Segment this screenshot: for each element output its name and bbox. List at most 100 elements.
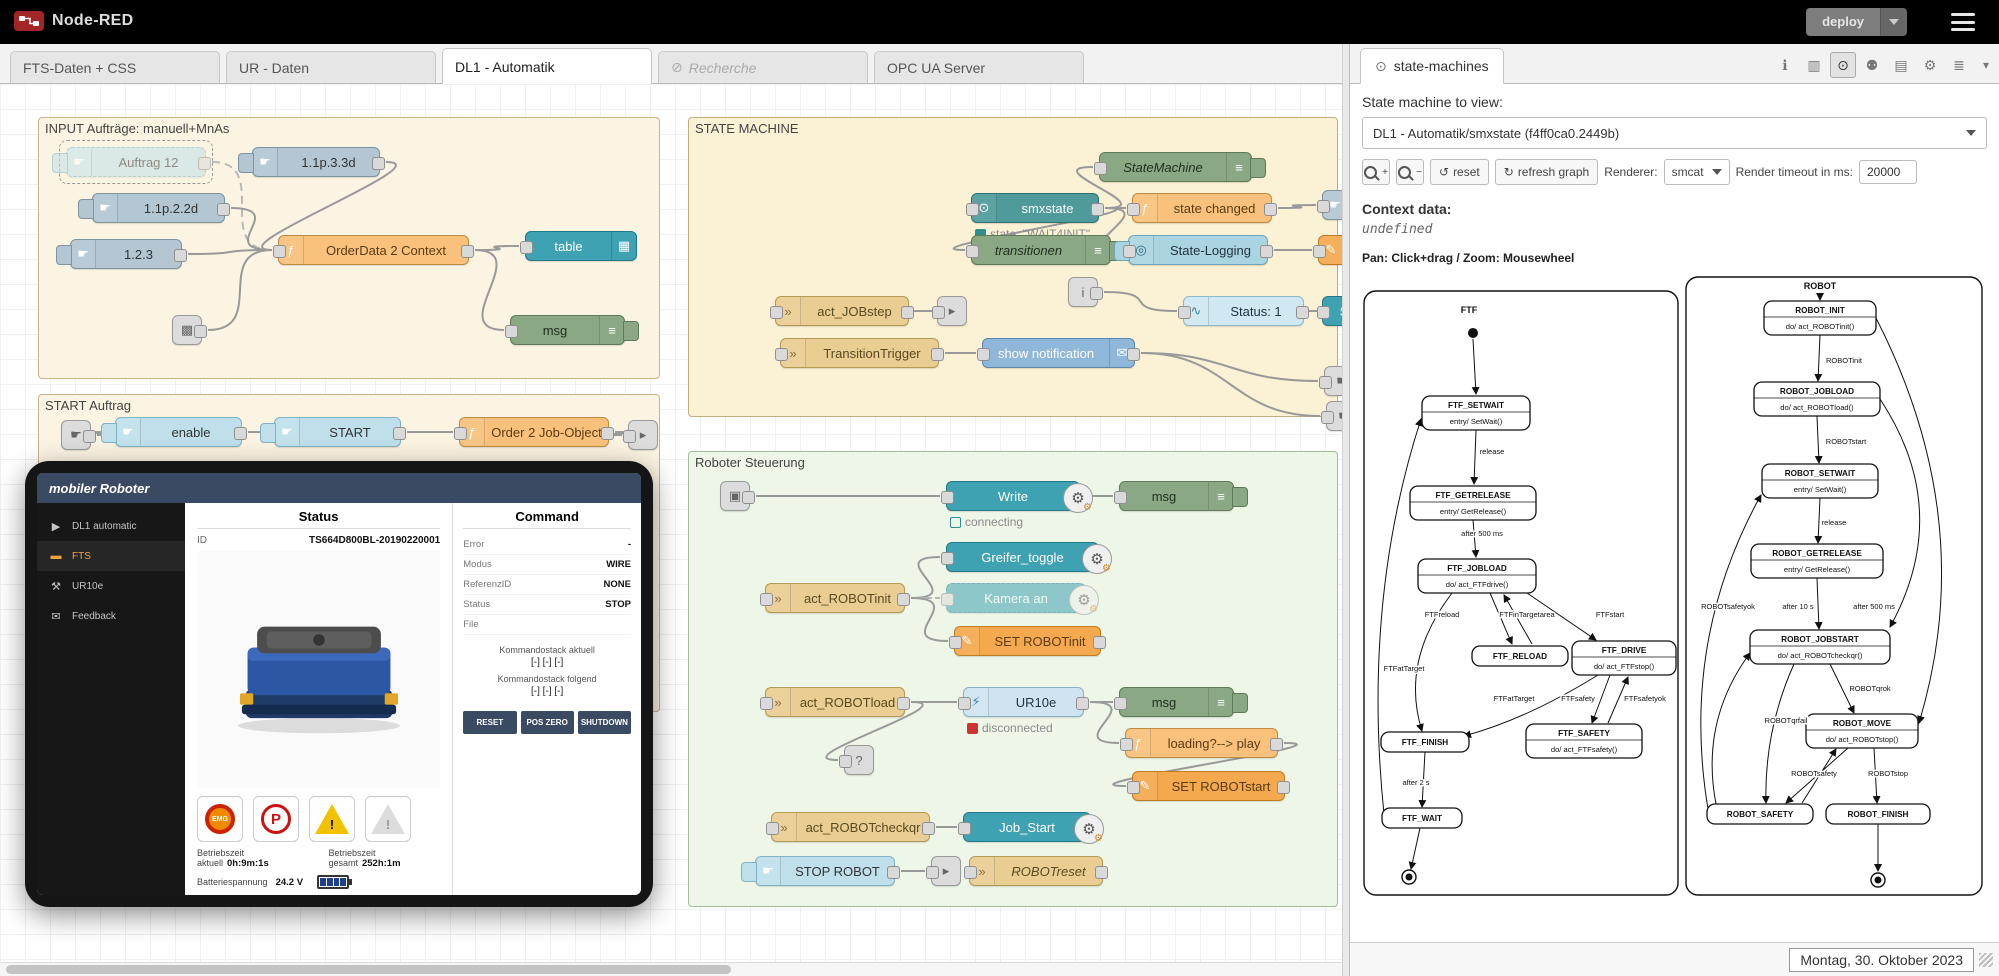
input-port[interactable] (941, 593, 954, 606)
library-icon[interactable]: ▤ (1894, 56, 1908, 73)
tab-recherche[interactable]: ⊘Recherche (658, 51, 868, 83)
input-port[interactable] (273, 245, 286, 258)
flow-node-lsq3[interactable]: ▸ (932, 296, 967, 326)
shutdown-button[interactable]: SHUTDOWN (577, 711, 631, 734)
input-port[interactable] (941, 491, 954, 504)
output-port[interactable] (1076, 697, 1089, 710)
tab-fts-daten-css[interactable]: FTS-Daten + CSS (10, 51, 220, 83)
tab-dl1-automatik[interactable]: DL1 - Automatik (442, 48, 652, 84)
dashboard-menu-item-dl1-automatic[interactable]: ▶DL1 automatic (37, 511, 185, 541)
inject-button[interactable] (260, 423, 276, 443)
input-port[interactable] (932, 306, 945, 319)
deploy-label[interactable]: deploy (1806, 8, 1880, 36)
bug-icon[interactable]: ⚉ (1865, 56, 1879, 73)
horizontal-scrollbar[interactable] (0, 962, 1342, 976)
flow-node-ur10e[interactable]: ⚡UR10e (958, 687, 1089, 717)
flow-node-kamera-an[interactable]: Kamera an⚙ (941, 583, 1099, 615)
flow-node-smxstate[interactable]: ⊙smxstate (966, 193, 1104, 223)
output-port[interactable] (1277, 781, 1290, 794)
output-port[interactable] (1090, 287, 1103, 300)
inject-button[interactable] (101, 423, 117, 443)
flow-node-msg[interactable]: msg≡ (505, 315, 639, 345)
zoom-in-button[interactable]: + (1362, 159, 1390, 185)
flow-node-1-2-3[interactable]: ☛1.2.3 (56, 239, 187, 269)
state-machine-icon[interactable]: ⊙ (1829, 52, 1856, 78)
refresh-graph-button[interactable]: ↻ refresh graph (1494, 159, 1599, 185)
output-port[interactable] (931, 348, 944, 361)
tab-opc-ua-server[interactable]: OPC UA Server (874, 51, 1084, 83)
debug-toggle-button[interactable] (1232, 693, 1248, 713)
flow-node-statemachine[interactable]: StateMachine≡ (1094, 152, 1266, 182)
input-port[interactable] (1313, 245, 1326, 258)
flow-node-edge1[interactable]: ☛ (1317, 190, 1342, 220)
renderer-select[interactable]: smcat (1663, 159, 1730, 185)
input-port[interactable] (958, 697, 971, 710)
flow-node-inode[interactable]: i (1068, 277, 1103, 307)
input-port[interactable] (949, 636, 962, 649)
input-port[interactable] (1317, 306, 1330, 319)
main-menu-icon[interactable] (1951, 13, 1975, 31)
input-port[interactable] (966, 203, 979, 216)
input-port[interactable] (1178, 306, 1191, 319)
input-port[interactable] (1114, 697, 1127, 710)
input-port[interactable] (1321, 411, 1334, 424)
warning-muted-button[interactable]: ! (365, 796, 411, 842)
list-icon[interactable]: ≣ (1953, 56, 1965, 73)
flow-node-ehand2[interactable]: ☛ (1321, 401, 1342, 431)
input-port[interactable] (454, 427, 467, 440)
debug-toggle-button[interactable] (1250, 158, 1266, 178)
input-port[interactable] (1120, 738, 1133, 751)
flow-node-ehand1[interactable]: ☛ (1319, 366, 1342, 396)
pos-zero-button[interactable]: POS ZERO (520, 711, 574, 734)
input-port[interactable] (1123, 245, 1136, 258)
output-port[interactable] (1296, 306, 1309, 319)
flow-node-status-1[interactable]: ∿Status: 1 (1178, 296, 1309, 326)
input-port[interactable] (505, 325, 518, 338)
scrollbar-thumb[interactable] (6, 965, 731, 974)
flow-canvas[interactable]: mobiler Roboter ▶DL1 automatic▬FTS⚒UR10e… (0, 84, 1342, 976)
debug-toggle-button[interactable] (623, 321, 639, 341)
output-port[interactable] (393, 427, 406, 440)
flow-node-1-1p-3-3d[interactable]: ☛1.1p.3.3d (238, 147, 385, 177)
output-port[interactable] (1093, 636, 1106, 649)
flow-node-log[interactable]: ✎Log (1313, 235, 1342, 265)
flow-node-s[interactable]: S (1317, 296, 1342, 326)
output-port[interactable] (198, 157, 211, 170)
flow-node-act-robotinit[interactable]: »act_ROBOTinit (760, 583, 910, 613)
flow-node-1-1p-2-2d[interactable]: ☛1.1p.2.2d (78, 193, 230, 223)
output-port[interactable] (1260, 245, 1273, 258)
state-machine-select[interactable]: DL1 - Automatik/smxstate (f4ff0ca0.2449b… (1362, 117, 1987, 149)
flow-node-set-robotstart[interactable]: ✎SET ROBOTstart (1127, 771, 1290, 801)
reset-button[interactable]: ↺ reset (1430, 159, 1489, 185)
input-port[interactable] (623, 430, 636, 443)
flow-node-transitiontrigger[interactable]: »TransitionTrigger (775, 338, 944, 368)
output-port[interactable] (1127, 348, 1140, 361)
parking-button[interactable]: P (253, 796, 299, 842)
reset-button[interactable]: RESET (463, 711, 517, 734)
resize-grip-icon[interactable] (1979, 952, 1993, 967)
flow-node-act-robotcheckqr[interactable]: »act_ROBOTcheckqr (766, 812, 935, 842)
inject-button[interactable] (52, 153, 68, 173)
flow-node-transitionen[interactable]: transitionen≡ (966, 235, 1125, 265)
tab-ur-daten[interactable]: UR - Daten (226, 51, 436, 83)
settings-icon[interactable]: ⚙ (1923, 56, 1937, 73)
flow-node-table[interactable]: table▦ (520, 231, 637, 261)
flow-node-write[interactable]: Write⚙ (941, 481, 1093, 513)
debug-toggle-button[interactable] (1232, 487, 1248, 507)
flow-node-start[interactable]: ☛START (260, 417, 406, 447)
deploy-button[interactable]: deploy (1806, 8, 1907, 36)
sidebar-menu-caret[interactable]: ▾ (1982, 58, 1989, 72)
output-port[interactable] (897, 593, 910, 606)
flow-node-gin4[interactable]: ▣ (720, 481, 755, 511)
flow-node-state-logging[interactable]: ◎State-Logging (1114, 235, 1273, 265)
output-port[interactable] (194, 325, 207, 338)
flow-node-lin2[interactable]: ☛ (61, 420, 96, 450)
output-port[interactable] (217, 203, 230, 216)
flow-node-show-notification[interactable]: show notification✉ (977, 338, 1140, 368)
input-port[interactable] (1127, 203, 1140, 216)
input-port[interactable] (941, 552, 954, 565)
input-port[interactable] (966, 245, 979, 258)
input-port[interactable] (926, 866, 939, 879)
flow-node-stop-robot[interactable]: ☛STOP ROBOT (741, 856, 900, 886)
